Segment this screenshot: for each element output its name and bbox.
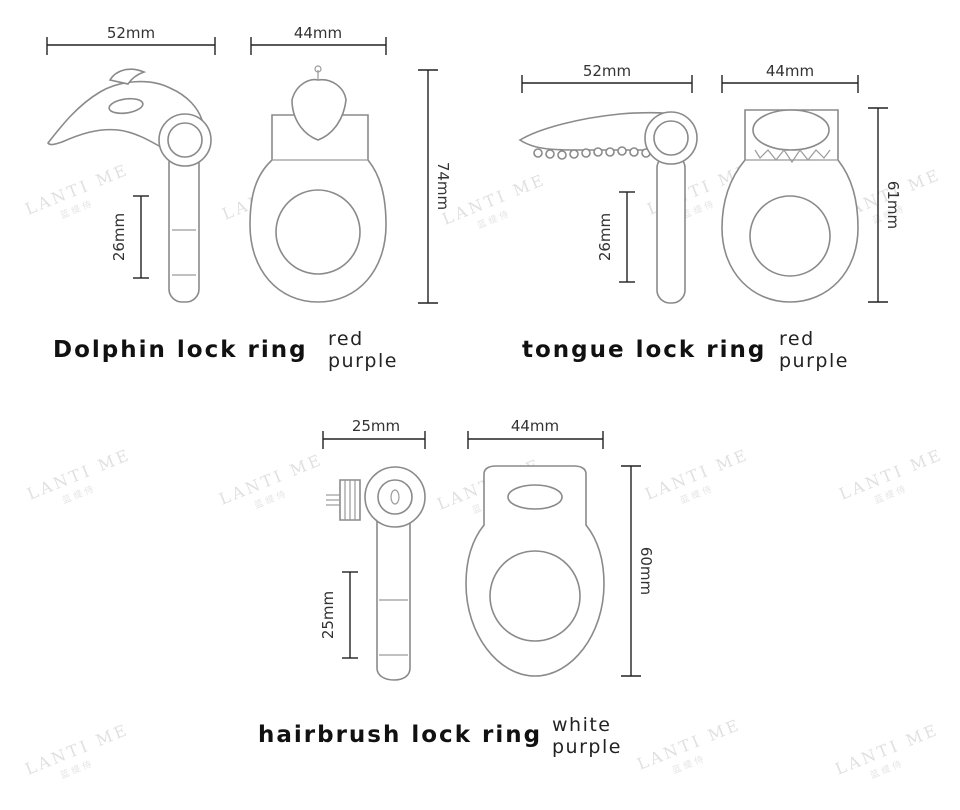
tongue-side-view — [518, 111, 698, 304]
hairbrush-ring-colors: white purple — [552, 714, 622, 758]
dolphin-stem-dimension: 26mm — [110, 195, 149, 279]
dolphin-front-width-dimension: 44mm — [250, 24, 387, 55]
hairbrush-front-width-label: 44mm — [511, 417, 559, 435]
dolphin-side-width-label: 52mm — [107, 24, 155, 42]
hairbrush-ring-name: hairbrush lock ring — [258, 722, 543, 748]
tongue-front-view — [721, 109, 859, 303]
tongue-ring-colors: red purple — [779, 328, 849, 372]
hairbrush-side-width-label: 25mm — [352, 417, 400, 435]
color-option: red — [779, 328, 815, 350]
hairbrush-side-width-dimension: 25mm — [322, 417, 426, 449]
color-option: red — [328, 328, 364, 350]
tongue-stem-label: 26mm — [596, 213, 614, 261]
dolphin-side-view — [47, 68, 212, 303]
tongue-stem-dimension: 26mm — [596, 191, 635, 283]
hairbrush-ring-group: 25mm 44mm 60mm 25mm — [319, 417, 655, 681]
color-option: purple — [779, 350, 849, 372]
dolphin-ring-name: Dolphin lock ring — [53, 337, 308, 363]
tongue-front-width-dimension: 44mm — [721, 62, 859, 93]
hairbrush-stem-label: 25mm — [319, 591, 337, 639]
hairbrush-height-label: 60mm — [637, 547, 655, 595]
dolphin-height-label: 74mm — [434, 162, 452, 210]
color-option: purple — [552, 736, 622, 758]
dolphin-height-dimension: 74mm — [418, 69, 452, 304]
dolphin-ring-colors: red purple — [328, 328, 398, 372]
tongue-side-width-dimension: 52mm — [521, 62, 693, 93]
dolphin-ring-group: 52mm 44mm 74mm 26mm — [46, 24, 452, 304]
hairbrush-front-view — [465, 465, 605, 677]
hairbrush-height-dimension: 60mm — [621, 465, 655, 677]
hairbrush-front-width-dimension: 44mm — [467, 417, 604, 449]
color-option: white — [552, 714, 612, 736]
tongue-ring-group: 52mm 44mm 61mm 26mm — [518, 62, 902, 304]
tongue-height-dimension: 61mm — [868, 107, 902, 303]
dolphin-front-width-label: 44mm — [294, 24, 342, 42]
dolphin-side-width-dimension: 52mm — [46, 24, 216, 55]
tongue-ring-name: tongue lock ring — [522, 337, 767, 363]
tongue-height-label: 61mm — [884, 181, 902, 229]
tongue-front-width-label: 44mm — [766, 62, 814, 80]
tongue-side-width-label: 52mm — [583, 62, 631, 80]
color-option: purple — [328, 350, 398, 372]
dolphin-front-view — [249, 65, 387, 303]
hairbrush-side-view — [326, 466, 426, 681]
hairbrush-stem-dimension: 25mm — [319, 571, 358, 659]
dolphin-stem-label: 26mm — [110, 213, 128, 261]
